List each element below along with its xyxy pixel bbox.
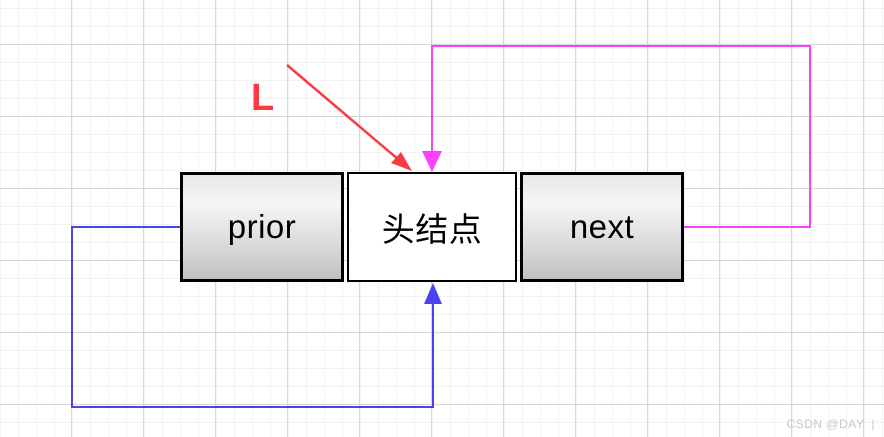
next-loop-arrowhead-icon (422, 151, 442, 172)
node-prior-label: prior (227, 208, 297, 245)
l-pointer-arrow-line (286, 64, 400, 161)
prior-loop-arrowhead-icon (424, 283, 442, 304)
l-pointer-arrowhead-icon (391, 152, 412, 171)
pointer-label-L: L (251, 77, 275, 119)
node-head-label: 头结点 (381, 211, 483, 248)
node-next-label: next (569, 208, 635, 245)
watermark: CSDN @DAY | (787, 417, 875, 431)
watermark-text: CSDN @DAY (786, 417, 865, 431)
node-head-field: 头结点 (347, 172, 517, 282)
node-next-field: next (520, 172, 684, 282)
watermark-divider: | (871, 417, 875, 431)
node-prior-field: prior (180, 172, 344, 282)
